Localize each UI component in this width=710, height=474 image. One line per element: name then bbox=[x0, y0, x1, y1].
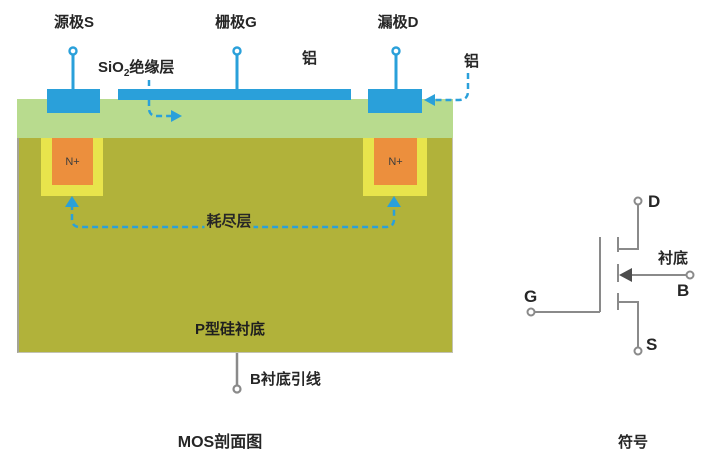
source-electrode bbox=[47, 89, 100, 113]
depletion-layer-label: 耗尽层 bbox=[204, 212, 254, 231]
source-terminal-node bbox=[68, 46, 78, 56]
symbol-source-label: S bbox=[646, 335, 658, 354]
symbol-drain-node bbox=[633, 196, 643, 206]
mosfet-symbol bbox=[535, 205, 686, 347]
sio2-subscript: 2 bbox=[123, 68, 130, 79]
sio2-text: SiO bbox=[98, 59, 124, 76]
symbol-drain-lead bbox=[619, 205, 639, 250]
cross-section-caption: MOS剖面图 bbox=[177, 434, 263, 452]
symbol-gate-label: G bbox=[524, 287, 538, 306]
drain-electrode bbox=[368, 89, 422, 113]
aluminum-drain-label: 铝 bbox=[464, 53, 480, 70]
aluminum-pointer-arrow bbox=[424, 73, 470, 106]
gate-aluminum-bar bbox=[118, 89, 351, 100]
gate-terminal-label: 栅极G bbox=[215, 13, 257, 31]
drain-terminal-label: 漏极D bbox=[377, 13, 419, 31]
symbol-terminal-nodes bbox=[526, 196, 695, 356]
symbol-source-node bbox=[633, 346, 643, 356]
symbol-bulk-arrow bbox=[619, 268, 632, 282]
symbol-source-lead bbox=[619, 301, 639, 347]
symbol-bulk-terminal-label: B bbox=[677, 281, 690, 300]
symbol-caption: 符号 bbox=[617, 433, 649, 451]
source-nplus-region: N+ bbox=[52, 138, 93, 185]
gate-terminal-node bbox=[232, 46, 242, 56]
sio2-suffix-text: 绝缘层 bbox=[129, 59, 175, 76]
symbol-drain-label: D bbox=[648, 192, 661, 211]
bulk-lead bbox=[232, 353, 242, 394]
drain-nplus-region: N+ bbox=[374, 138, 417, 185]
symbol-gate-node bbox=[526, 307, 536, 317]
sio2-layer-label: SiO2绝缘层 bbox=[98, 59, 175, 79]
p-substrate-label: P型硅衬底 bbox=[194, 320, 266, 338]
source-terminal-label: 源极S bbox=[53, 13, 95, 31]
aluminum-gate-label: 铝 bbox=[302, 50, 318, 67]
bulk-lead-label: B衬底引线 bbox=[250, 371, 321, 388]
symbol-bulk-label: 衬底 bbox=[657, 249, 689, 267]
terminal-circles bbox=[68, 46, 401, 56]
terminal-stems bbox=[71, 55, 398, 90]
sio2-pointer-arrow bbox=[147, 80, 182, 122]
symbol-bulk-node bbox=[685, 270, 695, 280]
drain-terminal-node bbox=[391, 46, 401, 56]
